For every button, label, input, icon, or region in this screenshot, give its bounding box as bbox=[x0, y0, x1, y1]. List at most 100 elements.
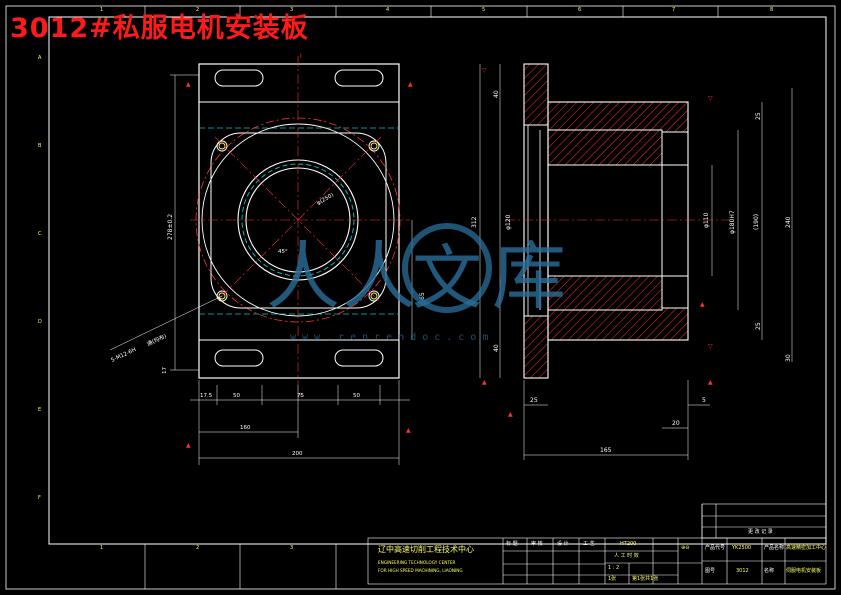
flange-outer-circle bbox=[195, 117, 401, 323]
svg-text:▲: ▲ bbox=[482, 379, 487, 386]
watermark-char-3: 文 bbox=[412, 237, 482, 316]
tb-standard: 人 工 时 效 bbox=[614, 553, 639, 559]
zone-number-top-8: 8 bbox=[770, 7, 774, 13]
svg-text:▲: ▲ bbox=[406, 427, 411, 434]
svg-text:50: 50 bbox=[353, 393, 360, 399]
dim-right-offset: 30 bbox=[785, 354, 792, 362]
tb-drawing-value: 3012 bbox=[736, 568, 749, 574]
svg-text:▲: ▲ bbox=[408, 81, 413, 88]
org-name-en-1: ENGINEERING TECHNOLOGY CENTER bbox=[378, 560, 456, 565]
zone-letter-b: B bbox=[38, 143, 42, 149]
dim-right-top: 25 bbox=[755, 112, 762, 120]
slot-bottom-right bbox=[334, 349, 384, 367]
section-red-marks: ▽ ▲ ▽ ▽ ▲ ▲ ▲ bbox=[482, 67, 713, 418]
outer-frame bbox=[5, 5, 836, 590]
drawing-title: 3012#私服电机安装板 bbox=[10, 13, 309, 44]
zone-letter-e: E bbox=[38, 407, 42, 413]
dim-inner-mid: (190) bbox=[753, 214, 760, 230]
dim-left-inner: φ120 bbox=[505, 214, 512, 230]
dim-inner-small: φ110 bbox=[703, 212, 710, 228]
section-hatch-top bbox=[523, 63, 689, 166]
watermark-url: www.renrendoc.com bbox=[290, 332, 495, 343]
dim-center-height: 65 bbox=[419, 292, 426, 300]
front-dimensions bbox=[109, 74, 413, 465]
inner-frame bbox=[48, 16, 827, 545]
svg-text:▽: ▽ bbox=[708, 95, 713, 102]
dim-bottom-total: 200 bbox=[292, 451, 303, 457]
dim-bottom-row: 17.5 50 75 50 bbox=[200, 393, 360, 399]
dim-angle: 45° bbox=[278, 249, 288, 255]
dim-hole-pattern: 5-M12-6H bbox=[110, 347, 137, 364]
tb-part-value: 伺服电机安装板 bbox=[786, 568, 822, 574]
tb-material: HT200 bbox=[620, 541, 637, 547]
dim-hole-note: 通(均布) bbox=[145, 332, 167, 348]
zone-number-top-3: 3 bbox=[290, 7, 294, 13]
dim-bottom-mid: 160 bbox=[240, 425, 251, 431]
front-centerlines bbox=[190, 56, 410, 385]
slot-bottom-left bbox=[214, 349, 264, 367]
zone-number-bottom-1: 1 bbox=[100, 545, 104, 551]
dim-inner-bore: φ180H7 bbox=[729, 210, 736, 234]
org-name-cn: 辽中高速切削工程技术中心 bbox=[378, 545, 474, 554]
zone-letter-f: F bbox=[38, 495, 41, 501]
tb-scale: 1 : 2 bbox=[608, 565, 620, 571]
dim-bottom-b: 5 bbox=[702, 397, 706, 404]
svg-text:▲: ▲ bbox=[186, 81, 191, 88]
dim-bottom-total-section: 165 bbox=[600, 447, 612, 454]
front-view: I I 278±0.2 65 5-M12-6H 通(均布) φ(250) 45°… bbox=[109, 53, 426, 465]
tb-name-label: 产品名称 bbox=[764, 545, 785, 551]
tb-name-value: 高速精密加工中心 bbox=[786, 545, 827, 551]
zone-number-top-5: 5 bbox=[482, 7, 486, 13]
svg-text:75: 75 bbox=[297, 393, 304, 399]
tb-header-3: 设 计 bbox=[557, 541, 569, 547]
plate-outline bbox=[198, 63, 400, 379]
svg-text:▽: ▽ bbox=[482, 67, 487, 74]
watermark-char-1: 人 bbox=[266, 234, 340, 316]
bolt-holes bbox=[216, 140, 380, 302]
tb-weight: 第1张共1张 bbox=[632, 576, 659, 582]
dim-bottom-small: 17 bbox=[162, 367, 168, 374]
zone-number-top-7: 7 bbox=[672, 7, 676, 13]
tb-sheet: 1张 bbox=[608, 576, 617, 582]
slot-top-left bbox=[214, 69, 264, 87]
zone-letter-a: A bbox=[38, 55, 42, 61]
tb-code-label: 产品代号 bbox=[705, 545, 726, 551]
title-block bbox=[367, 503, 827, 585]
svg-text:▲: ▲ bbox=[186, 442, 191, 449]
zone-number-top-6: 6 bbox=[578, 7, 582, 13]
front-red-marks: ▲ ▲ ▲ ▲ bbox=[186, 81, 413, 449]
projection-symbol-icon: ⊕⊖ bbox=[681, 545, 690, 551]
dim-right-total: 240 bbox=[785, 216, 792, 228]
svg-text:▽: ▽ bbox=[708, 343, 713, 350]
zone-number-top-1: 1 bbox=[100, 7, 104, 13]
section-dimensions bbox=[479, 64, 793, 460]
watermark-logo: 人 人 文 库 bbox=[266, 223, 566, 316]
dim-bottom-flange: 40 bbox=[493, 344, 500, 352]
dim-left-total: 312 bbox=[471, 216, 478, 228]
dim-bottom-c: 20 bbox=[672, 420, 680, 427]
dim-bottom-a: 25 bbox=[530, 397, 538, 404]
zone-letter-c: C bbox=[38, 231, 42, 237]
tb-header-1: 标 题 bbox=[506, 541, 518, 547]
dim-top-flange: 40 bbox=[493, 90, 500, 98]
tb-part-label: 名称 bbox=[764, 568, 775, 574]
dim-left-height: 278±0.2 bbox=[167, 214, 174, 240]
dim-right-bottom: 25 bbox=[755, 322, 762, 330]
svg-text:▲: ▲ bbox=[708, 379, 713, 386]
slot-top-right bbox=[334, 69, 384, 87]
dim-bolt-circle: φ(250) bbox=[316, 192, 335, 206]
svg-text:17.5: 17.5 bbox=[200, 393, 213, 399]
svg-text:50: 50 bbox=[233, 393, 240, 399]
zone-number-bottom-2: 2 bbox=[196, 545, 200, 551]
zone-number-top-2: 2 bbox=[196, 7, 200, 13]
svg-text:I: I bbox=[300, 392, 302, 399]
zone-number-top-4: 4 bbox=[386, 7, 390, 13]
tb-code-value: YK2500 bbox=[732, 545, 752, 551]
svg-text:▲: ▲ bbox=[700, 301, 705, 308]
zone-ticks-top bbox=[144, 6, 719, 589]
svg-text:▲: ▲ bbox=[508, 411, 513, 418]
section-view: 312 φ120 40 40 φ110 φ180H7 (190) 240 25 … bbox=[471, 63, 793, 460]
tb-revision-header: 更 改 记 录 bbox=[748, 529, 773, 535]
svg-text:I: I bbox=[300, 53, 302, 60]
tb-drawing-label: 图号 bbox=[705, 568, 716, 574]
